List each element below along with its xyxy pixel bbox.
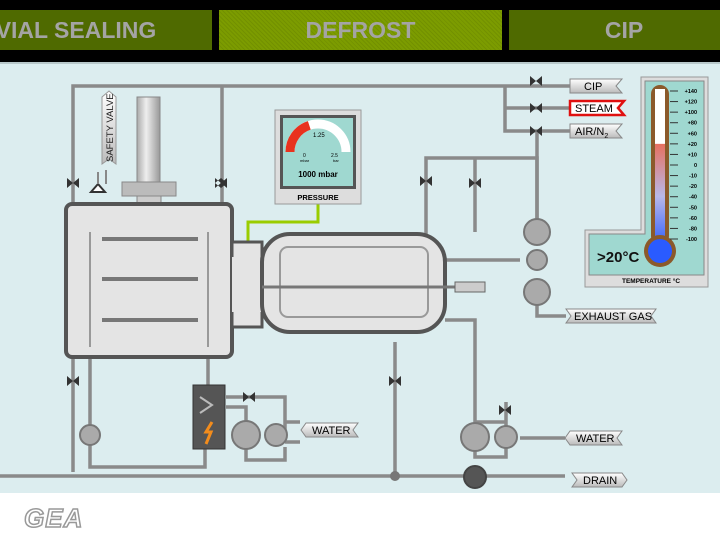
- label-drain: DRAIN: [571, 472, 628, 488]
- safety-valve[interactable]: [88, 170, 108, 193]
- scale-label: +20: [688, 142, 697, 148]
- tab-defrost[interactable]: DEFROST: [219, 10, 502, 50]
- heat-exchanger-icon: [264, 423, 288, 447]
- safety-valve-label: SAFETY VALVE: [101, 90, 117, 165]
- scale-label: -100: [686, 237, 697, 243]
- pressure-sensor-line: [246, 204, 320, 257]
- label-cip: CIP: [569, 78, 624, 94]
- svg-text:bar: bar: [333, 158, 339, 163]
- svg-text:mbar: mbar: [300, 158, 310, 163]
- pumps-exchangers: [79, 218, 551, 489]
- thermometer: +140+120+100+80+60+20+100-10-20-40-50-60…: [584, 76, 709, 288]
- scale-label: +80: [688, 121, 697, 127]
- scale-label: -80: [689, 226, 697, 232]
- svg-text:WATER: WATER: [576, 433, 615, 445]
- thermometer-fill: [655, 143, 665, 249]
- label-air-n2: AIR/N2: [569, 123, 624, 140]
- svg-text:2.5: 2.5: [331, 153, 338, 159]
- pressure-readout: 1000 mbar: [298, 170, 338, 179]
- svg-text:PRESSURE: PRESSURE: [297, 193, 338, 202]
- gea-logo: GEA: [24, 505, 83, 531]
- phase-tab-bar: VIAL SEALING DEFROST CIP: [0, 0, 720, 62]
- tab-cip[interactable]: CIP: [509, 10, 720, 50]
- svg-text:STEAM: STEAM: [575, 103, 613, 115]
- heat-exchanger-icon: [526, 249, 548, 271]
- label-water-condenser: WATER: [564, 430, 623, 446]
- scale-label: 0: [694, 163, 697, 169]
- scale-label: +10: [688, 152, 697, 158]
- pressure-gauge: 0 mbar 1.25 2.5 bar 1000 mbar PRESSURE: [274, 109, 362, 205]
- drying-chamber: [64, 96, 264, 359]
- label-water-heater: WATER: [300, 422, 359, 438]
- process-panel: SAFETY VALVE CIP STEAM AIR/N2 EXHAUST GA…: [0, 62, 720, 493]
- svg-text:1.25: 1.25: [313, 133, 325, 139]
- temperature-readout: >20°C: [597, 249, 639, 266]
- svg-text:DRAIN: DRAIN: [583, 475, 617, 487]
- svg-text:SAFETY VALVE: SAFETY VALVE: [105, 93, 116, 162]
- circulation-pump: [79, 424, 101, 446]
- pump-icon: [523, 278, 551, 306]
- pressure-gauge-fill: [285, 121, 311, 153]
- pump-icon: [523, 218, 551, 246]
- scale-label: -50: [689, 205, 697, 211]
- svg-text:AIR/N2: AIR/N2: [575, 126, 608, 140]
- process-diagram: SAFETY VALVE CIP STEAM AIR/N2 EXHAUST GA…: [0, 76, 709, 489]
- condenser: [260, 232, 486, 334]
- svg-text:0: 0: [303, 153, 306, 159]
- svg-text:WATER: WATER: [312, 425, 351, 437]
- scale-label: -40: [689, 195, 697, 201]
- pump-icon: [460, 422, 490, 452]
- scale-label: -10: [689, 174, 697, 180]
- scale-label: +60: [688, 131, 697, 137]
- thermometer-scale: +140+120+100+80+60+20+100-10-20-40-50-60…: [670, 89, 697, 243]
- label-steam: STEAM: [568, 99, 627, 117]
- scale-label: -60: [689, 216, 697, 222]
- label-exhaust-gas: EXHAUST GAS: [565, 308, 657, 324]
- svg-text:CIP: CIP: [584, 81, 602, 93]
- scale-label: +120: [685, 100, 697, 106]
- pipes: [0, 84, 570, 478]
- svg-text:TEMPERATURE °C: TEMPERATURE °C: [622, 277, 680, 285]
- scale-label: -20: [689, 184, 697, 190]
- heater-unit: [192, 384, 226, 450]
- tab-vial-sealing[interactable]: VIAL SEALING: [0, 10, 212, 50]
- scale-label: +140: [685, 89, 697, 95]
- pump-icon: [231, 420, 261, 450]
- svg-text:EXHAUST GAS: EXHAUST GAS: [574, 311, 652, 323]
- scale-label: +100: [685, 110, 697, 116]
- heater-lightning-icon: [203, 421, 214, 445]
- heat-exchanger-icon: [494, 425, 518, 449]
- gea-logo-text: GEA: [24, 505, 83, 531]
- drain-pump: [463, 465, 487, 489]
